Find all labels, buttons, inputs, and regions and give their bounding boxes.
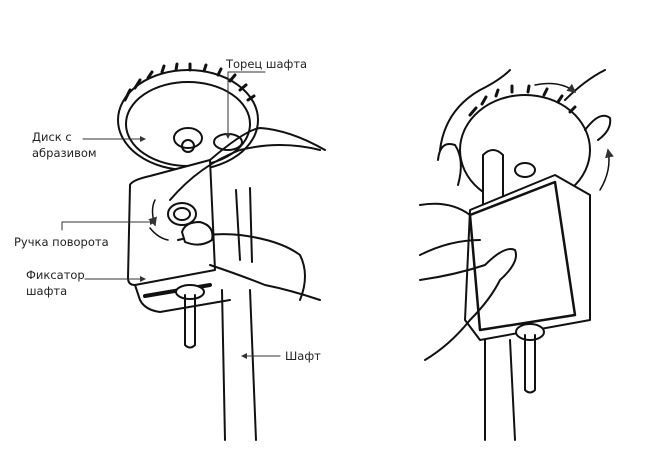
housing: [127, 159, 231, 349]
label-shaft: Шафт: [285, 349, 321, 363]
label-lock-line2: шафта: [26, 284, 68, 298]
right-figure: [419, 69, 614, 441]
label-lock-line1: Фиксатор: [26, 268, 85, 282]
left-figure: [117, 62, 326, 441]
leader-lines: [61, 71, 281, 359]
hand: [148, 127, 326, 301]
label-shaft-end: Торец шафта: [226, 57, 308, 71]
abrasive-disc: [117, 62, 259, 171]
label-disc-line1: Диск с: [32, 130, 72, 144]
shaft: [221, 187, 257, 441]
label-knob: Ручка поворота: [14, 235, 109, 249]
label-disc-line2: абразивом: [32, 146, 97, 160]
